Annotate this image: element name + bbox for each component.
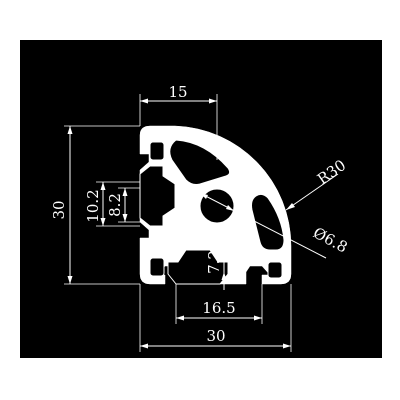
dim-outer-slot: 10.2	[84, 181, 140, 227]
dim-slot-depth: 7.2	[205, 240, 236, 290]
profile-outline	[139, 125, 292, 285]
right-elongated-cavity	[251, 193, 285, 251]
dim-height-label: 30	[50, 200, 68, 219]
dim-outer-slot-label: 10.2	[84, 189, 102, 222]
dim-top-width-label: 15	[168, 83, 187, 101]
dim-inner-slot-label: 8.2	[106, 193, 124, 217]
pocket-top-left	[149, 141, 165, 161]
dim-slot-width-label: 16.5	[202, 299, 235, 317]
dim-slot-depth-label: 7.2	[205, 250, 223, 274]
dim-bottom-width: 30	[139, 284, 292, 352]
upper-curved-cavity	[169, 139, 231, 185]
dim-height: 30	[50, 125, 140, 285]
dim-slot-width: 16.5	[175, 284, 263, 324]
pocket-bottom-left	[149, 257, 165, 277]
dim-inner-slot: 8.2	[106, 187, 140, 223]
left-t-slot	[139, 165, 176, 227]
pocket-bottom-right	[267, 261, 283, 279]
dim-top-width: 15	[139, 83, 218, 160]
dim-bottom-width-label: 30	[206, 327, 225, 345]
